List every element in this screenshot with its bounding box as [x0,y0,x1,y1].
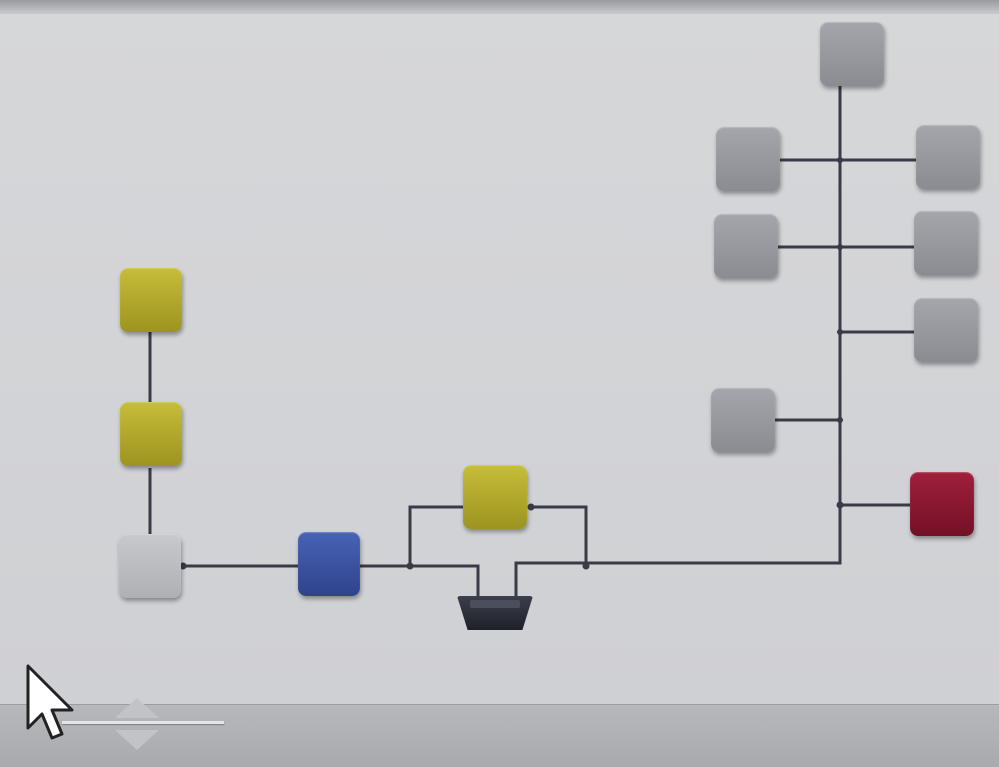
slider-down-arrow-icon[interactable] [115,730,159,750]
node-grey-right-2[interactable] [914,211,978,275]
bottom-control-bar [0,704,999,767]
cursor-arrow-icon [26,664,74,740]
node-yellow-center[interactable] [463,465,527,529]
node-grey-left-3[interactable] [711,388,775,452]
splitter-face [470,600,520,608]
node-yellow-top[interactable] [120,268,182,332]
zoom-slider-track[interactable] [62,721,224,724]
top-strip [0,0,999,14]
node-grey-right-1[interactable] [916,125,980,189]
node-yellow-mid[interactable] [120,402,182,466]
node-top-grey[interactable] [820,22,884,86]
node-grey-right-3[interactable] [914,298,978,362]
node-grey-left-1[interactable] [716,127,780,191]
slider-up-arrow-icon[interactable] [115,698,159,718]
node-red[interactable] [910,472,974,536]
node-blue[interactable] [298,532,360,596]
node-grey-left-2[interactable] [714,214,778,278]
node-lightgrey[interactable] [119,534,181,598]
